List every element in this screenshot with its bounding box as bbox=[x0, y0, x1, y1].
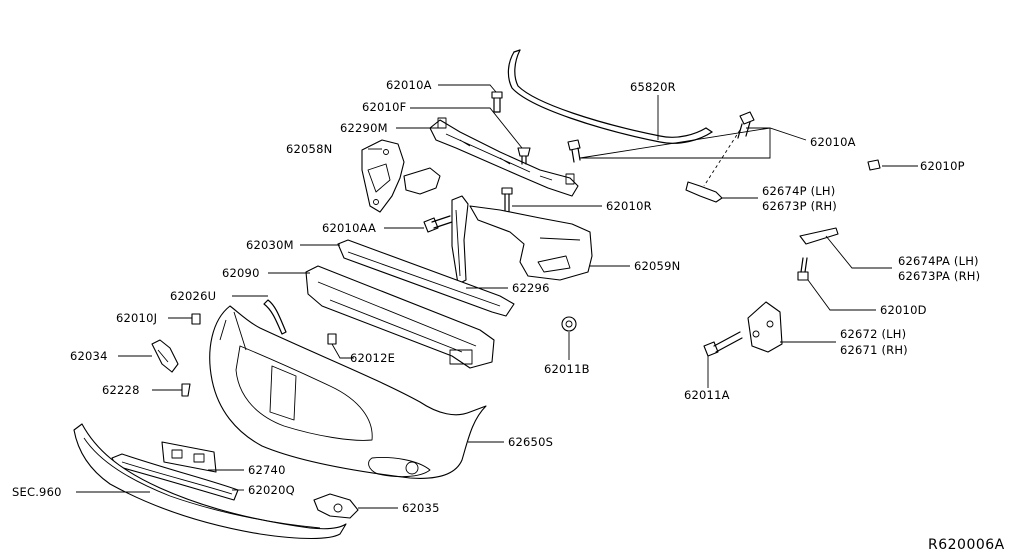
part-65820r-molding bbox=[507, 49, 713, 144]
screw-62010a-right-2 bbox=[737, 111, 755, 139]
screw-62010a-top bbox=[491, 91, 503, 113]
label-62672: 62672 (LH) bbox=[840, 327, 906, 341]
part-62059n-side-bracket bbox=[469, 205, 593, 281]
part-62672-bracket bbox=[747, 301, 783, 353]
part-62674p-bracket bbox=[685, 181, 723, 203]
label-sec960: SEC.960 bbox=[12, 485, 62, 499]
label-62010aa: 62010AA bbox=[322, 221, 376, 235]
label-62010d: 62010D bbox=[880, 303, 927, 317]
part-62740-plate-bracket bbox=[161, 441, 217, 473]
screw-62010d bbox=[797, 257, 809, 281]
nut-62011b bbox=[561, 316, 577, 332]
bolt-62011a bbox=[703, 331, 743, 357]
label-62296: 62296 bbox=[512, 281, 550, 295]
label-62010a-right: 62010A bbox=[810, 135, 856, 149]
screw-62010aa bbox=[423, 215, 453, 233]
clip-62012e bbox=[327, 333, 337, 345]
clip-62010j bbox=[191, 313, 201, 325]
part-62034-bracket bbox=[151, 339, 179, 373]
clip-62010p bbox=[867, 159, 881, 171]
part-sec960-spoiler bbox=[73, 423, 347, 540]
label-62010p: 62010P bbox=[920, 159, 965, 173]
part-62674pa-bracket bbox=[799, 227, 839, 245]
label-62010a-top: 62010A bbox=[386, 78, 432, 92]
label-62011a: 62011A bbox=[684, 388, 730, 402]
label-62012e: 62012E bbox=[350, 351, 395, 365]
label-62059n: 62059N bbox=[634, 259, 680, 273]
label-62010j: 62010J bbox=[116, 311, 157, 325]
label-62090: 62090 bbox=[222, 266, 260, 280]
part-62290m-upper-bracket bbox=[429, 117, 579, 197]
part-62058n-side-bracket bbox=[361, 139, 441, 213]
clip-62228 bbox=[181, 383, 191, 397]
label-62290m: 62290M bbox=[340, 121, 388, 135]
label-62030m: 62030M bbox=[246, 238, 294, 252]
part-62026u-bracket bbox=[263, 299, 287, 335]
part-62650s-fascia bbox=[209, 305, 487, 479]
label-62673p: 62673P (RH) bbox=[762, 199, 837, 213]
part-62296-vertical-bracket bbox=[451, 195, 469, 285]
label-62011b: 62011B bbox=[544, 362, 590, 376]
label-62058n: 62058N bbox=[286, 142, 332, 156]
part-62035-bracket bbox=[313, 493, 359, 519]
label-62010f: 62010F bbox=[362, 100, 406, 114]
label-62035: 62035 bbox=[402, 501, 440, 515]
clip-62010f bbox=[517, 147, 531, 165]
label-62228: 62228 bbox=[102, 383, 140, 397]
screw-62010r bbox=[501, 187, 513, 215]
leader-lines bbox=[76, 84, 918, 509]
part-62090-absorber bbox=[305, 265, 495, 369]
diagram-reference-code: R620006A bbox=[928, 537, 1005, 553]
part-62030m-beam bbox=[337, 239, 515, 317]
label-62674pa: 62674PA (LH) bbox=[898, 254, 979, 268]
label-62010r: 62010R bbox=[606, 199, 652, 213]
label-62034: 62034 bbox=[70, 349, 108, 363]
label-62020q: 62020Q bbox=[248, 483, 295, 497]
label-62674p: 62674P (LH) bbox=[762, 184, 835, 198]
screw-62010a-right-1 bbox=[567, 139, 581, 163]
part-62020q-grille bbox=[111, 453, 239, 501]
label-62673pa: 62673PA (RH) bbox=[898, 269, 980, 283]
label-62026u: 62026U bbox=[170, 289, 216, 303]
label-65820r: 65820R bbox=[630, 80, 676, 94]
label-62650s: 62650S bbox=[508, 435, 553, 449]
label-62671: 62671 (RH) bbox=[840, 343, 908, 357]
label-62740: 62740 bbox=[248, 463, 286, 477]
